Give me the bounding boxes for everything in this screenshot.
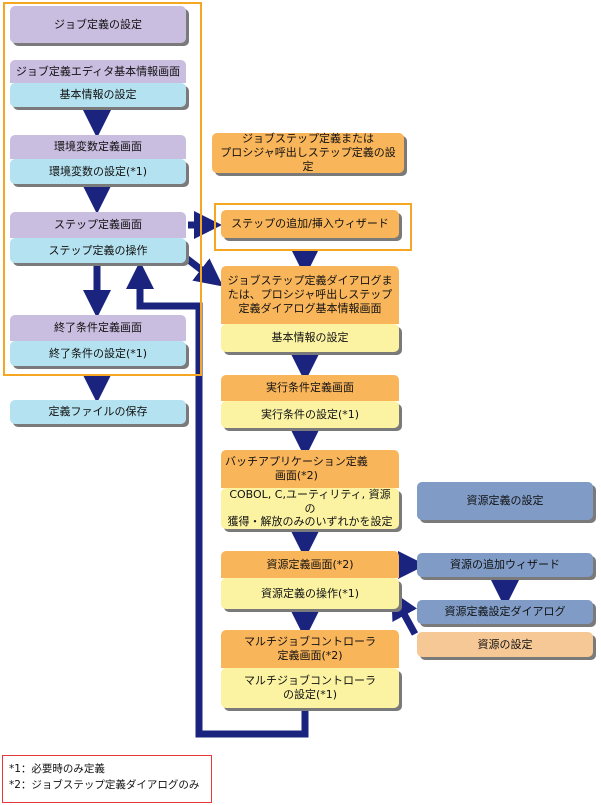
- arrow-resource-set-to-operation: [391, 590, 419, 636]
- exec-condition-screen: 実行条件定義画面: [221, 375, 399, 401]
- resource-definition-screen: 資源定義画面(*2): [221, 551, 399, 578]
- arrow-return-to-step: [126, 261, 309, 738]
- batch-app-screen: バッチアプリケーション定義 画面(*2): [221, 450, 399, 488]
- arrow-operation-to-dialog: [183, 255, 224, 287]
- exec-condition-setting: 実行条件の設定(*1): [221, 401, 399, 428]
- legend: *1：必要時のみ定義 *2：ジョブステップ定義ダイアログのみ: [2, 755, 212, 803]
- job-editor-basic-info-screen: ジョブ定義エディタ基本情報画面: [10, 60, 186, 83]
- step-definition-operation: ステップ定義の操作: [10, 238, 186, 263]
- multi-job-controller-setting: マルチジョブコントローラ の設定(*1): [221, 668, 399, 708]
- resource-definition-operation: 資源定義の操作(*1): [221, 578, 399, 609]
- resource-add-wizard: 資源の追加ウィザード: [417, 553, 593, 577]
- resource-setting: 資源の設定: [417, 632, 593, 657]
- step-add-insert-wizard: ステップの追加/挿入ウィザード: [221, 210, 399, 238]
- env-variable-screen: 環境変数定義画面: [10, 135, 186, 159]
- wizard-frame: [214, 203, 412, 251]
- legend-note-1: *1：必要時のみ定義: [9, 763, 105, 775]
- legend-note-2: *2：ジョブステップ定義ダイアログのみ: [9, 778, 200, 791]
- step-definition-screen: ステップ定義画面: [10, 212, 186, 238]
- end-condition-setting: 終了条件の設定(*1): [10, 341, 186, 366]
- left-group-frame: [3, 2, 202, 376]
- env-variable-setting: 環境変数の設定(*1): [10, 159, 186, 184]
- job-definition-settings: ジョブ定義の設定: [10, 6, 186, 43]
- save-definition-file: 定義ファイルの保存: [10, 400, 186, 424]
- cobol-c-utility-setting: COBOL, C,ユーティリティ, 資源の 獲得・解放のみのいずれかを設定: [221, 488, 399, 529]
- jobstep-or-procedure-settings: ジョブステップ定義または プロシジャ呼出しステップ定義の設定: [212, 132, 404, 173]
- end-condition-screen: 終了条件定義画面: [10, 315, 186, 341]
- dialog-basic-info-setting: 基本情報の設定: [221, 324, 399, 352]
- resource-definition-settings: 資源定義の設定: [417, 482, 593, 520]
- basic-info-setting: 基本情報の設定: [10, 83, 186, 107]
- resource-definition-dialog: 資源定義設定ダイアログ: [417, 600, 593, 624]
- multi-job-controller-screen: マルチジョブコントローラ 定義画面(*2): [221, 630, 399, 668]
- jobstep-dialog-basic-screen: ジョブステップ定義ダイアログま たは、プロシジャ呼出しステップ 定義ダイアログ基…: [221, 266, 399, 324]
